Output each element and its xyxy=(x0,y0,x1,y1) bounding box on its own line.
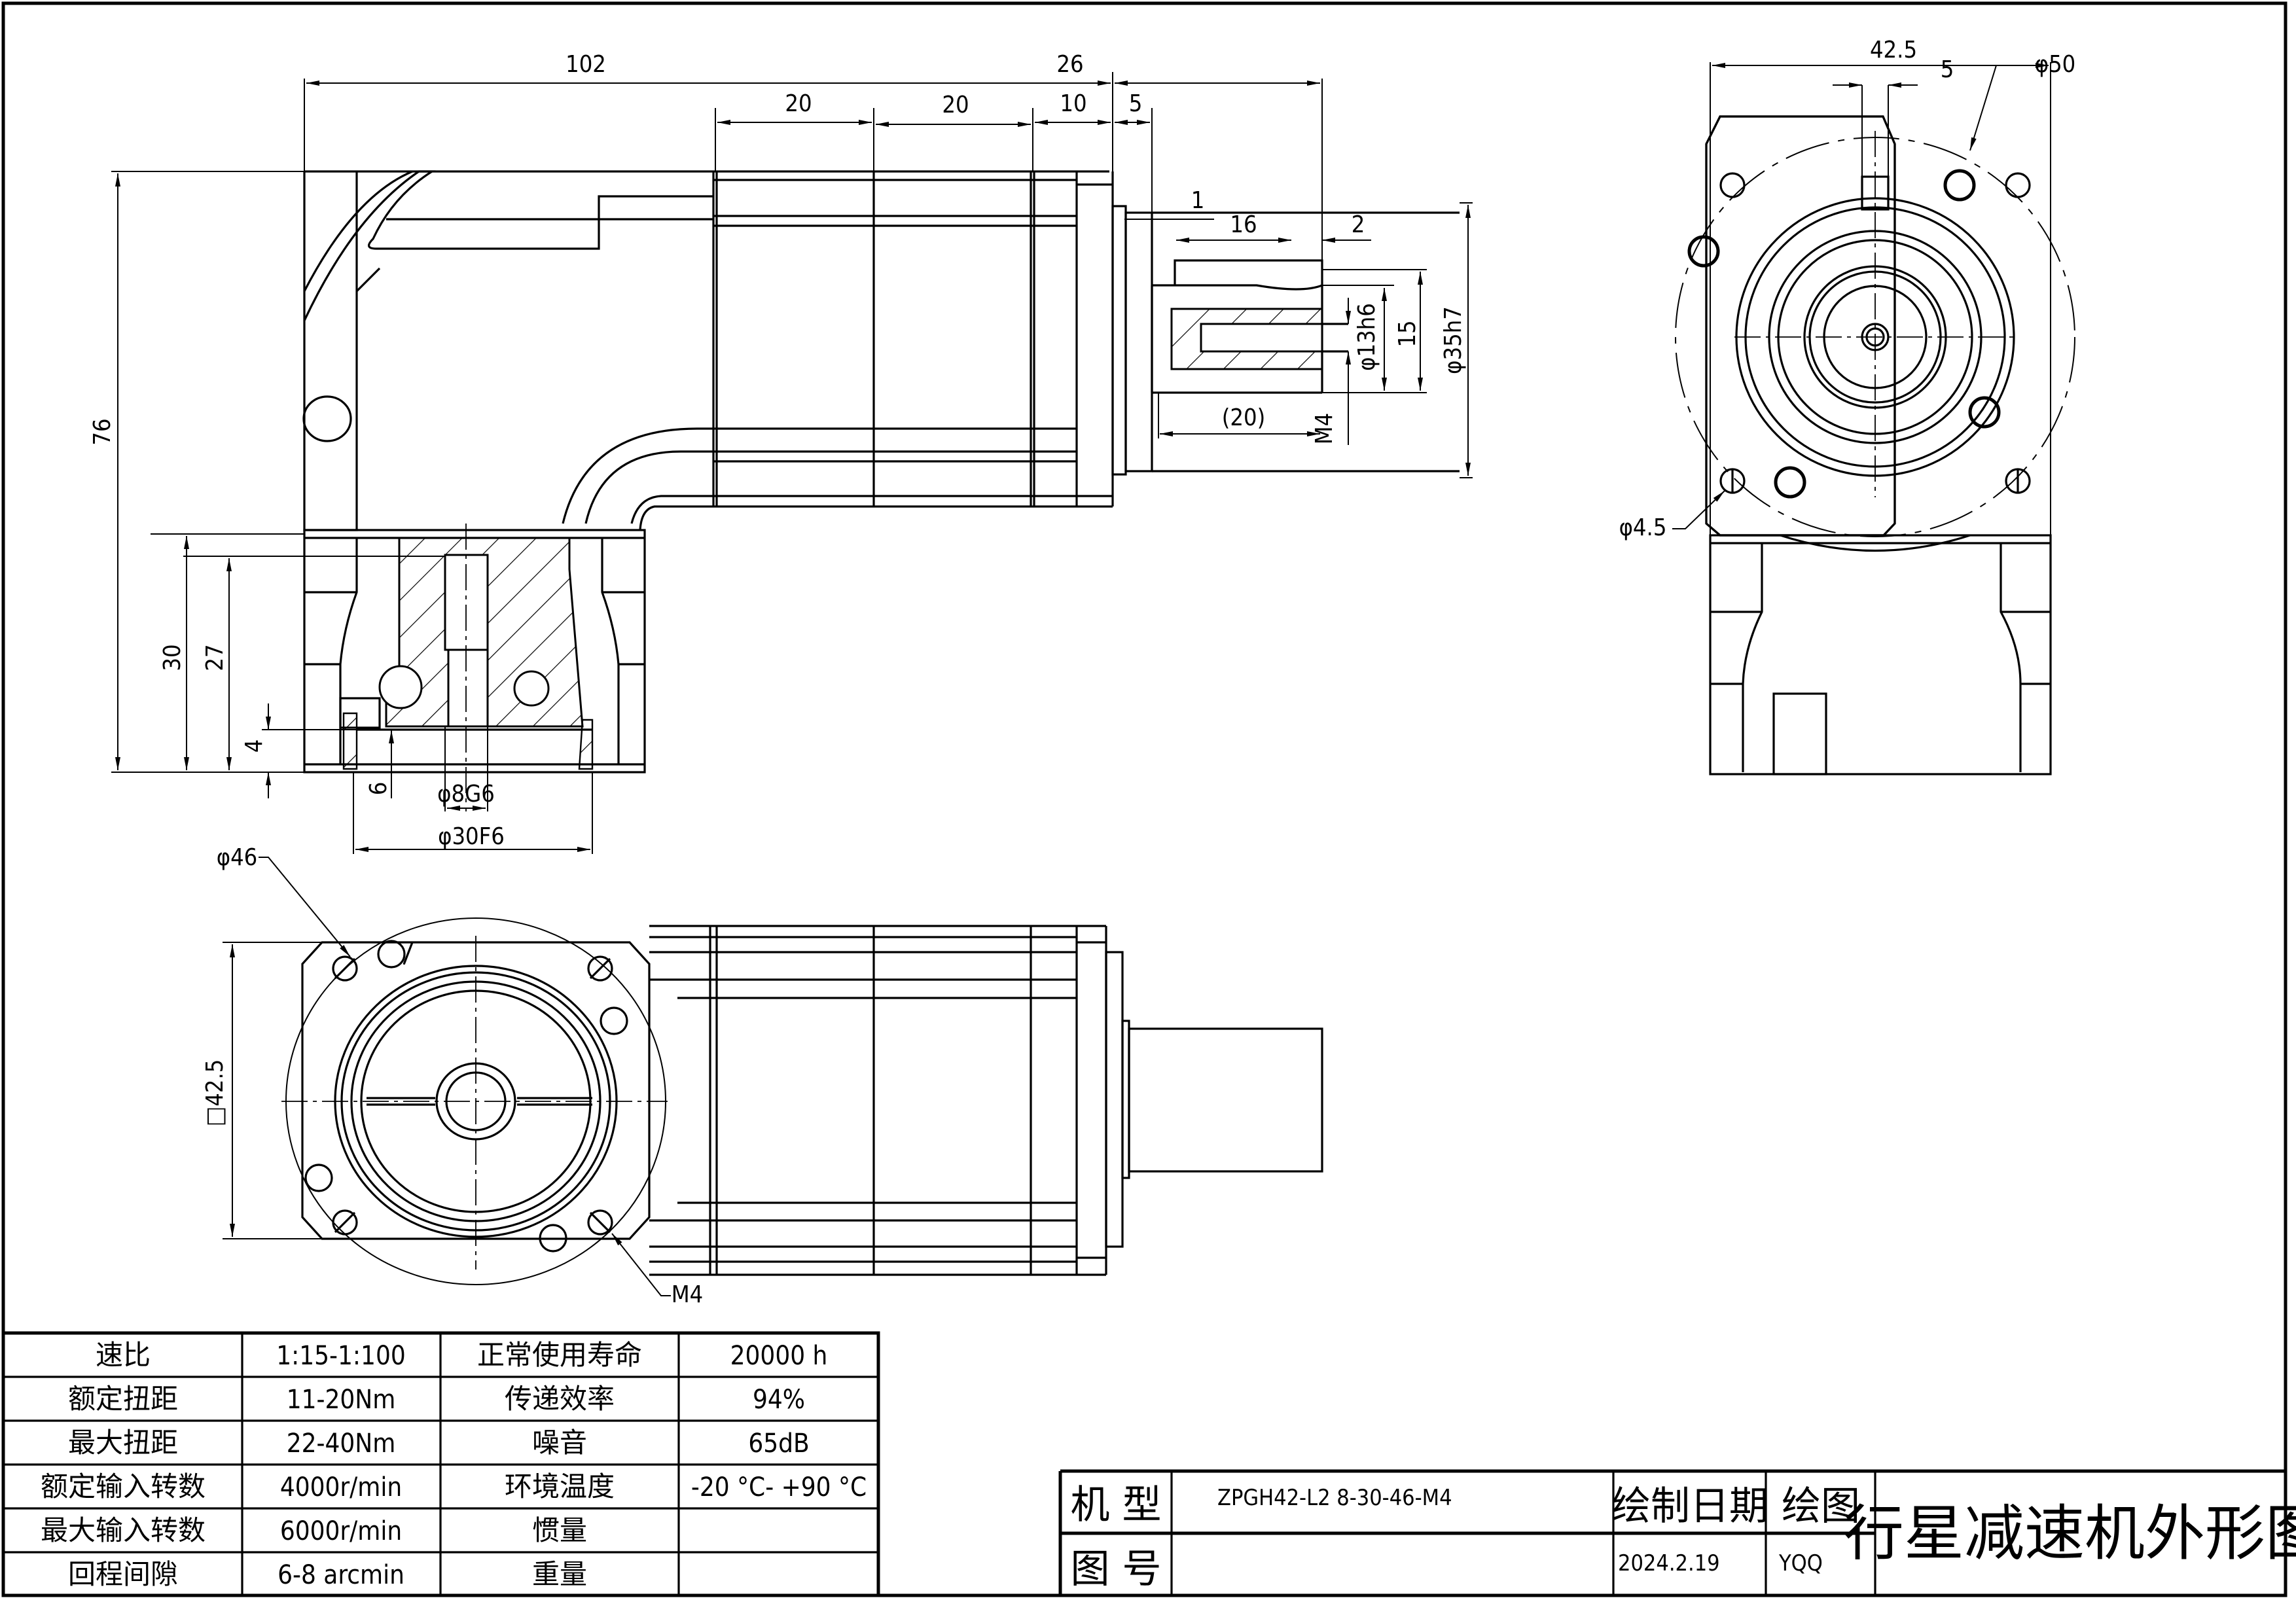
dim-front-width: 42.5 xyxy=(1870,37,1917,63)
dim-input-depth-2: 27 xyxy=(202,644,228,671)
drawing-no-label: 图 号 xyxy=(1070,1546,1161,1592)
spec-row: 最大输入转数 6000r/min 惯量 xyxy=(41,1514,587,1546)
spec-label: 环境温度 xyxy=(505,1470,615,1502)
spec-row: 速比 1:15-1:100 正常使用寿命 20000 h xyxy=(96,1339,827,1371)
bottom-view-dimensions: □42.5 φ46 M4 xyxy=(202,844,703,1308)
model-label: 机 型 xyxy=(1070,1482,1161,1528)
date-label: 绘制日期 xyxy=(1611,1484,1768,1529)
spec-label: 速比 xyxy=(96,1339,151,1371)
spec-label: 噪音 xyxy=(532,1427,587,1459)
spec-value: 4000r/min xyxy=(280,1472,402,1502)
side-view xyxy=(302,170,1460,811)
dim-thread: M4 xyxy=(1311,413,1338,445)
side-view-dimensions: 102 26 20 20 10 5 76 1 16 2 φ13h6 15 xyxy=(89,51,1473,854)
dim-flange: 5 xyxy=(1129,90,1143,117)
spec-label: 额定输入转数 xyxy=(41,1470,206,1502)
dim-seg2: 20 xyxy=(942,92,969,118)
spec-value: 94% xyxy=(753,1385,805,1415)
spec-table xyxy=(1,1331,880,1597)
spec-row: 额定输入转数 4000r/min 环境温度 -20 °C- +90 °C xyxy=(41,1470,867,1502)
dim-bore-dia: φ8G6 xyxy=(437,781,495,808)
spec-value: 22-40Nm xyxy=(287,1429,396,1459)
dim-seg3: 10 xyxy=(1060,90,1086,117)
spec-value: 6-8 arcmin xyxy=(278,1560,404,1590)
model-value: ZPGH42-L2 8-30-46-M4 xyxy=(1217,1485,1452,1511)
drafter-value: YQQ xyxy=(1778,1550,1823,1576)
spec-value: 20000 h xyxy=(730,1341,828,1371)
spec-label: 惯量 xyxy=(532,1514,587,1546)
dim-spigot-dia: φ30F6 xyxy=(438,823,505,850)
dim-key-height: 15 xyxy=(1394,320,1421,347)
drawing-title: 行星减速机外形图 xyxy=(1844,1499,2296,1569)
spec-label: 额定扭距 xyxy=(68,1383,178,1415)
spec-label: 最大输入转数 xyxy=(41,1514,206,1546)
dim-shaft-length: (20) xyxy=(1222,404,1265,431)
spec-label: 回程间隙 xyxy=(68,1558,178,1590)
dim-hole-dia: φ4.5 xyxy=(1619,514,1667,541)
spec-value: -20 °C- +90 °C xyxy=(691,1472,867,1502)
spec-label: 传递效率 xyxy=(505,1383,615,1415)
spec-label: 最大扭距 xyxy=(68,1427,178,1459)
dim-key-length: 16 xyxy=(1230,211,1257,238)
dim-key-width: 5 xyxy=(1941,56,1954,83)
spec-value: 65dB xyxy=(748,1429,809,1459)
front-view-dimensions: 42.5 5 φ50 φ4.5 xyxy=(1619,37,2076,541)
bottom-view xyxy=(281,917,1323,1285)
spec-label: 正常使用寿命 xyxy=(477,1339,642,1371)
spec-row: 额定扭距 11-20Nm 传递效率 94% xyxy=(68,1383,805,1415)
dim-output-length: 26 xyxy=(1056,51,1083,78)
spec-value: 11-20Nm xyxy=(287,1385,396,1415)
spec-value: 6000r/min xyxy=(280,1516,402,1546)
dim-spigot-depth: 4 xyxy=(241,739,268,753)
dim-overall-length: 102 xyxy=(565,51,606,78)
spec-row: 最大扭距 22-40Nm 噪音 65dB xyxy=(68,1427,810,1459)
spec-label: 重量 xyxy=(532,1558,587,1590)
dim-shaft-step: 1 xyxy=(1191,187,1205,214)
spec-value: 1:15-1:100 xyxy=(276,1341,405,1371)
dim-input-depth: 30 xyxy=(159,644,186,671)
front-view xyxy=(1675,115,2075,775)
date-value: 2024.2.19 xyxy=(1618,1550,1720,1576)
drafter-label: 绘图 xyxy=(1782,1484,1860,1529)
dim-key-offset: 2 xyxy=(1352,211,1365,238)
spec-row: 回程间隙 6-8 arcmin 重量 xyxy=(68,1558,587,1590)
dim-square: □42.5 xyxy=(202,1059,228,1127)
dim-shaft-dia: φ13h6 xyxy=(1354,303,1380,371)
dim-pcd: φ50 xyxy=(2035,51,2076,78)
dim-spigot: 6 xyxy=(365,782,392,796)
dim-height: 76 xyxy=(89,418,116,445)
dim-input-pcd: φ46 xyxy=(217,844,258,871)
dim-pilot-dia: φ35h7 xyxy=(1440,306,1467,374)
dim-input-thread: M4 xyxy=(672,1281,704,1308)
dim-seg1: 20 xyxy=(785,90,812,117)
title-block: 机 型 ZPGH42-L2 8-30-46-M4 图 号 绘制日期 2024.2… xyxy=(1058,1469,2296,1595)
spec-rows: 速比 1:15-1:100 正常使用寿命 20000 h 额定扭距 11-20N… xyxy=(41,1339,867,1590)
